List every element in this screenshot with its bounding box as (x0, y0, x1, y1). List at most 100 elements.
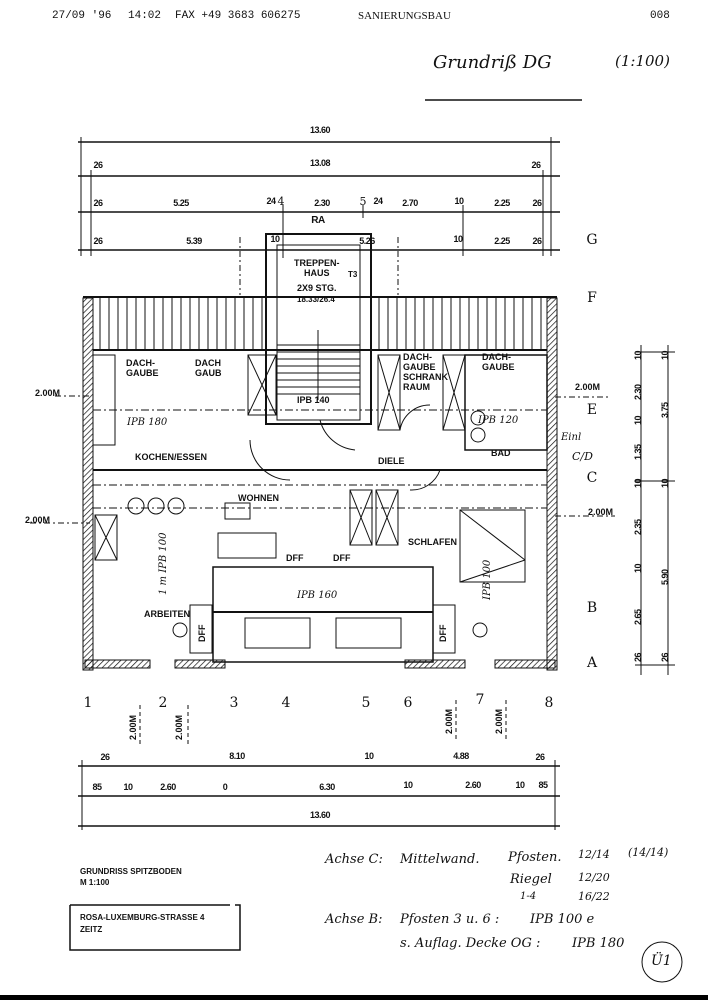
axis-label: C/D (572, 450, 593, 463)
dim-bottom: 10 (123, 782, 133, 792)
dim-top: 26 (532, 236, 542, 246)
dim-top: 2.30 (314, 198, 330, 208)
dim-top: 26 (93, 198, 103, 208)
room-arbeiten: ARBEITEN (144, 609, 191, 619)
title-block-frame (69, 904, 683, 983)
axis-label-top: 4 (277, 195, 285, 208)
fax-bottom-edge (0, 995, 708, 1000)
dim-bottom: 10 (364, 751, 374, 761)
dim-right: 2.35 (633, 519, 643, 535)
dim-bottom: 10 (403, 780, 413, 790)
dim-right: 10 (660, 478, 670, 488)
beam-label: IPB 140 (297, 395, 330, 405)
stair-ratio: 18.33/26.4 (297, 295, 335, 304)
dim-right: 10 (633, 415, 643, 425)
axis-label: B (586, 600, 598, 616)
title-block-city: ZEITZ (80, 925, 103, 934)
stair-tower (239, 233, 399, 425)
bottom-dimension-lines (78, 700, 560, 830)
dim-bottom: 6.30 (319, 782, 335, 792)
dim-bottom: 26 (100, 752, 110, 762)
room-wohnen: WOHNEN (238, 493, 279, 503)
note-auflager: s. Auflag. Decke OG : (400, 936, 541, 951)
dim-top: 5.39 (186, 236, 202, 246)
axis-label-top: 5 (359, 195, 367, 208)
note-riegel: Riegel (510, 872, 552, 887)
note-pfosten-36: Pfosten 3 u. 6 : (400, 912, 500, 927)
dim-bottom: 13.60 (309, 810, 331, 820)
dff-label: DFF (438, 624, 448, 643)
height-marker: 2.00M (444, 708, 454, 734)
interior-walls (92, 354, 548, 663)
axis-note: Einl (561, 432, 582, 443)
note-range-size: 16/22 (578, 890, 610, 903)
axis-label: 8 (544, 695, 554, 711)
beam-ipb180: IPB 180 (127, 417, 168, 428)
note-range: 1-4 (520, 891, 537, 902)
title-block-address: ROSA-LUXEMBURG-STRASSE 4 (80, 913, 205, 922)
room-dachgaube-schrankraum: DACH- GAUBE SCHRANK RAUM (403, 352, 448, 392)
dim-right: 10 (633, 350, 643, 360)
note-pfosten-alt: (14/14) (628, 846, 669, 859)
dim-bottom: 4.88 (453, 751, 469, 761)
dim-top: 10 (453, 234, 463, 244)
dim-right: 2.30 (633, 384, 643, 400)
dim-bottom: 10 (515, 780, 525, 790)
drawing-scale: (1:100) (615, 52, 670, 70)
axis-label: 3 (229, 695, 239, 711)
room-bad: BAD (491, 448, 511, 458)
axis-label: E (586, 402, 598, 418)
height-marker: 2.00M (588, 507, 614, 517)
dim-right: 10 (633, 478, 643, 488)
dim-bottom: 26 (535, 752, 545, 762)
room-dachgaube: DACH- GAUBE (482, 352, 515, 372)
dim-top: 13.08 (309, 158, 331, 168)
axis-label: C (586, 470, 598, 486)
fax-date: 27/09 '96 (52, 10, 112, 22)
stair-steps: 2X9 STG. (297, 283, 337, 293)
room-kochen-essen: KOCHEN/ESSEN (135, 452, 208, 462)
dim-top: 24 (266, 196, 276, 206)
dff-label: DFF (286, 553, 304, 563)
dim-top: 10 (454, 196, 464, 206)
stair-t3: T3 (348, 270, 358, 279)
fax-number: FAX +49 3683 606275 (175, 10, 301, 22)
dim-bottom: 85 (538, 780, 548, 790)
dff-label: DFF (333, 553, 351, 563)
height-marker: 2.00M (128, 714, 138, 740)
dim-top: 24 (373, 196, 383, 206)
dim-bottom: 2.60 (160, 782, 176, 792)
dim-right: 10 (633, 563, 643, 573)
axis-label: 6 (403, 695, 413, 711)
note-pfosten-size: 12/14 (578, 848, 610, 861)
axis-label: 1 (83, 695, 93, 711)
height-marker: 2.00M (174, 714, 184, 740)
note-ipb100: IPB 100 e (530, 912, 595, 927)
dim-right: 5.90 (660, 569, 670, 585)
axis-label: 7 (475, 692, 485, 708)
stair-ra-label: RA (311, 215, 325, 226)
dim-top: 5.26 (359, 236, 375, 246)
room-dachgaube: DACH GAUB (195, 358, 222, 378)
room-schlafen: SCHLAFEN (408, 537, 457, 547)
dim-top: 26 (93, 160, 103, 170)
axis-label: 2 (158, 695, 168, 711)
height-marker: 2.00M (35, 388, 61, 398)
stair-label: TREPPEN- HAUS (294, 258, 340, 278)
dim-right: 10 (660, 350, 670, 360)
axis-label: 4 (281, 695, 291, 711)
dim-top: 2.25 (494, 236, 510, 246)
room-dachgaube: DACH- GAUBE (126, 358, 159, 378)
dim-bottom: 2.60 (465, 780, 481, 790)
beam-ipb160: IPB 160 (297, 590, 338, 601)
fax-time: 14:02 (128, 10, 162, 22)
dim-top: 13.60 (309, 125, 331, 135)
note-ipb180: IPB 180 (572, 936, 625, 951)
height-marker: 2.00M (575, 382, 601, 392)
roof-rafters (83, 296, 557, 351)
dim-top: 5.25 (173, 198, 189, 208)
dim-top: 2.25 (494, 198, 510, 208)
dim-bottom: 0 (222, 782, 228, 792)
